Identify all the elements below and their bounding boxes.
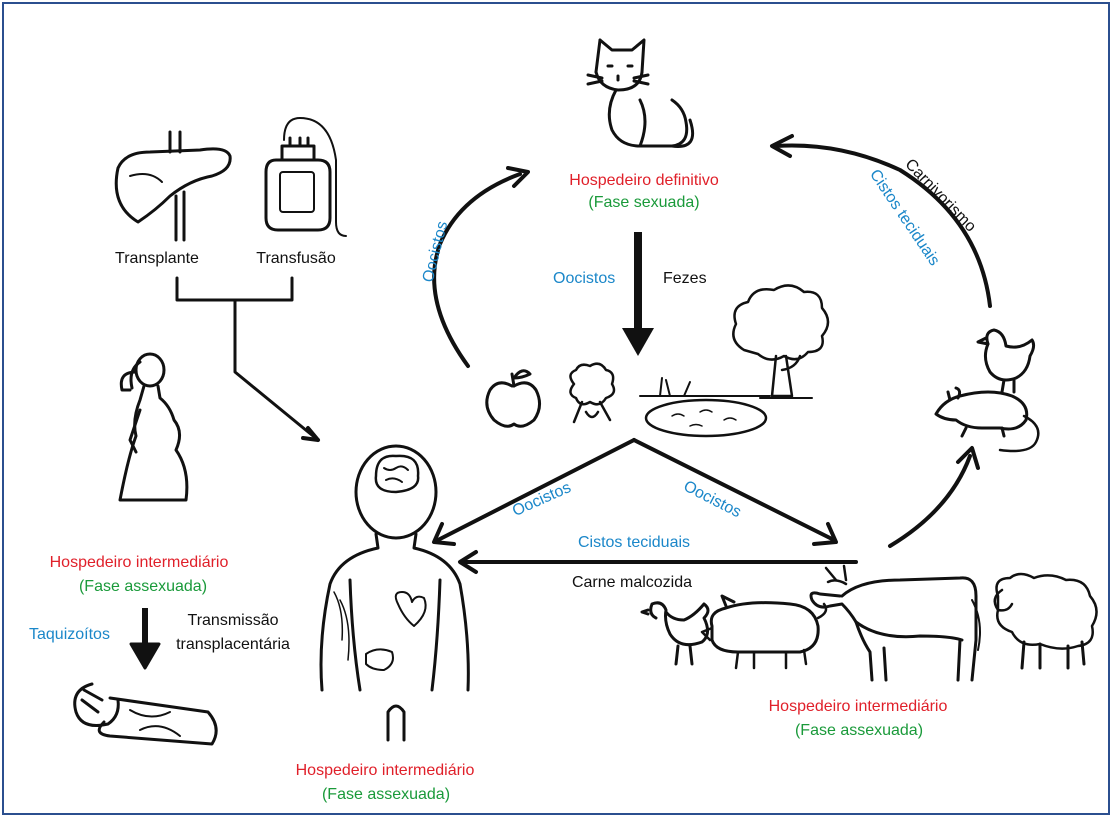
tree-icon	[732, 284, 830, 399]
pond-icon	[639, 377, 771, 438]
arrow-feces-head	[622, 328, 654, 356]
arrow-transplacental-head	[129, 642, 161, 670]
arrow-to-human-head-1	[301, 426, 320, 442]
undercooked-meat-label: Carne malcozida	[571, 574, 693, 591]
blood-bag-icon	[264, 117, 347, 237]
arrow-head-cat-right	[770, 134, 794, 158]
human-icon	[319, 444, 470, 742]
tissue-cysts-meat-label: Cistos teciduais	[577, 534, 691, 551]
pig-icon	[700, 594, 828, 670]
definitive-phase-label: (Fase sexuada)	[588, 194, 700, 211]
arrow-head-cat-left	[506, 166, 530, 188]
chicken-icon	[640, 601, 710, 666]
liver-icon	[114, 130, 232, 242]
arrow-head-human-env	[432, 522, 456, 546]
pregnant-host-label: Hospedeiro intermediário	[49, 554, 229, 571]
bird-icon	[976, 328, 1036, 394]
tachyzoites-label: Taquizoítos	[29, 626, 110, 643]
pregnant-woman-icon	[118, 352, 189, 502]
broccoli-icon	[569, 362, 616, 424]
arrow-head-human-meat	[458, 550, 478, 574]
oocysts-down-label: Oocistos	[553, 270, 616, 287]
apple-icon	[485, 369, 541, 428]
feces-label: Fezes	[663, 270, 707, 287]
definitive-host-label: Hospedeiro definitivo	[569, 172, 719, 189]
bracket-connector	[175, 276, 320, 442]
arrow-head-rodent	[956, 446, 980, 470]
arrow-head-animals-env	[812, 522, 838, 546]
human-host-label: Hospedeiro intermediário	[295, 762, 475, 779]
transfusion-label: Transfusão	[256, 250, 336, 267]
animals-phase-label: (Fase assexuada)	[794, 722, 924, 739]
sheep-icon	[993, 572, 1098, 670]
pregnant-phase-label: (Fase assexuada)	[78, 578, 208, 595]
transplacental-label-2: transplacentária	[176, 636, 290, 653]
baby-icon	[73, 682, 218, 746]
cat-icon	[586, 38, 695, 148]
arrow-animals-to-rodent	[888, 454, 972, 548]
arrow-oocysts-to-cat	[432, 172, 522, 368]
rat-icon	[934, 386, 1040, 453]
transplant-label: Transplante	[115, 250, 199, 267]
transplacental-label-1: Transmissão	[187, 612, 279, 629]
arrow-environment-to-human	[436, 438, 636, 542]
animals-host-label: Hospedeiro intermediário	[768, 698, 948, 715]
arrow-carnivorism	[774, 143, 992, 308]
human-phase-label: (Fase assexuada)	[321, 786, 451, 803]
cow-icon	[809, 564, 981, 682]
arrow-environment-to-animals	[632, 438, 836, 542]
